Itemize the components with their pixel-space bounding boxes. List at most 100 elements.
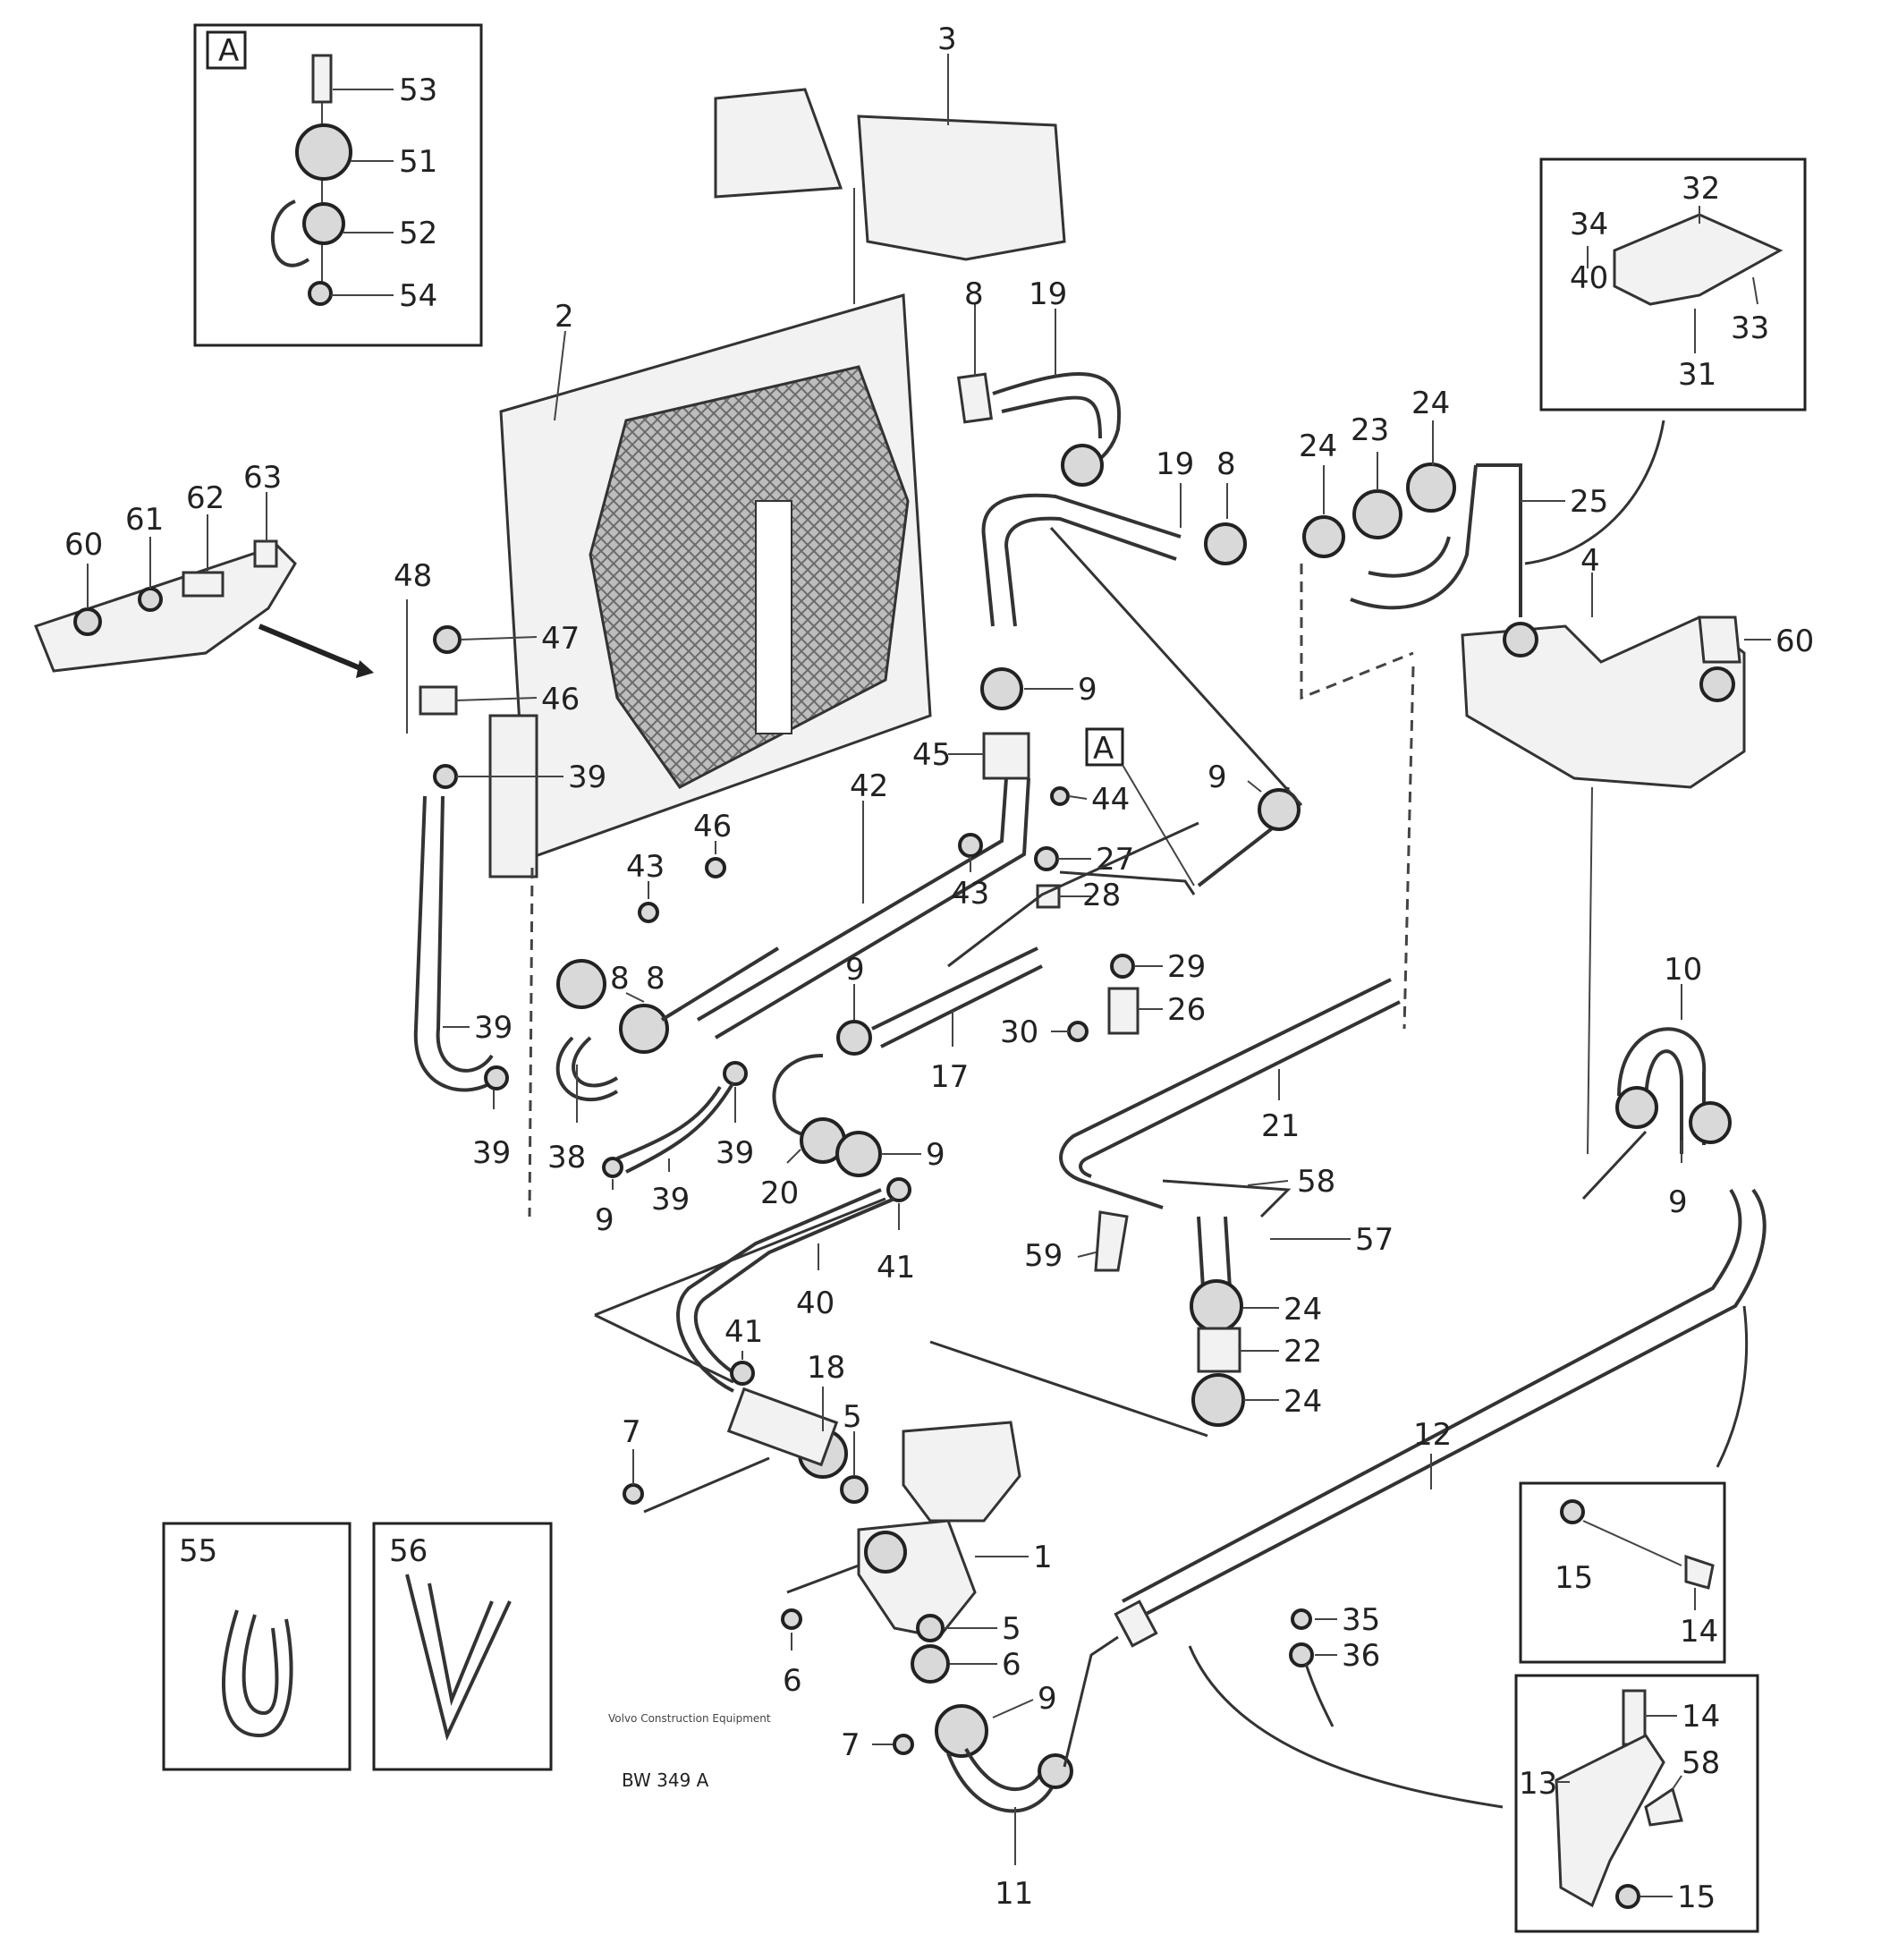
water-pump: 18 5 7 1 6 5 6 7 9 11 <box>622 1350 1119 1912</box>
callout-12: 12 <box>1413 1417 1452 1453</box>
callout-9a: 9 <box>1078 672 1097 708</box>
callout-A: A <box>1093 731 1114 767</box>
callout-8b: 8 <box>1216 446 1236 482</box>
callout-48: 48 <box>394 558 432 594</box>
callout-25: 25 <box>1570 484 1608 520</box>
callout-36: 36 <box>1342 1638 1380 1674</box>
callout-60a: 60 <box>1775 624 1814 659</box>
callout-42: 42 <box>850 768 888 804</box>
inset-a-letter: A <box>218 33 239 69</box>
callout-9c: 9 <box>845 952 865 988</box>
callout-4: 4 <box>1580 543 1600 579</box>
inset-56-label: 56 <box>389 1533 428 1569</box>
callout-62: 62 <box>186 480 225 516</box>
radiator: 2 <box>488 293 932 1218</box>
callout-39b: 39 <box>472 1135 511 1171</box>
thermostat-hose-group: 24 23 24 25 <box>1299 386 1608 1030</box>
coolant-reservoir: 4 60 <box>1461 543 1814 1155</box>
callout-6a: 6 <box>783 1663 802 1699</box>
callout-31: 31 <box>1678 357 1716 393</box>
callout-6b: 6 <box>1002 1647 1021 1683</box>
callout-63: 63 <box>243 460 282 496</box>
callout-24b: 24 <box>1411 386 1450 421</box>
callout-40a: 40 <box>1570 260 1608 296</box>
callout-18: 18 <box>807 1350 845 1386</box>
callout-3: 3 <box>937 21 957 57</box>
callout-24c: 24 <box>1284 1292 1322 1328</box>
mounting-bracket-left: 60 61 62 63 <box>34 460 374 678</box>
inset-b: 32 34 40 33 31 <box>1524 157 1807 565</box>
callout-1: 1 <box>1033 1540 1053 1575</box>
callout-20: 20 <box>760 1175 799 1211</box>
callout-26: 26 <box>1167 992 1206 1028</box>
callout-24d: 24 <box>1284 1384 1322 1420</box>
callout-44: 44 <box>1091 782 1130 818</box>
callout-23: 23 <box>1351 412 1389 448</box>
mid-hose-right: 19 8 <box>981 446 1247 627</box>
callout-9d: 9 <box>926 1137 945 1173</box>
inset-e: 15 14 <box>1519 1481 1726 1664</box>
callout-41b: 41 <box>724 1314 763 1350</box>
callout-39a: 39 <box>568 759 606 795</box>
callout-14b: 14 <box>1682 1699 1720 1735</box>
callout-39d: 9 <box>595 1202 614 1238</box>
drain-valve-group: 27 28 29 26 30 9 <box>947 526 1303 1050</box>
lower-outlet-group: 9 45 A 44 <box>912 667 1195 887</box>
callout-40b: 40 <box>796 1285 835 1321</box>
callout-32: 32 <box>1682 171 1720 207</box>
callout-37: 38 <box>547 1140 586 1175</box>
callout-39c: 39 <box>716 1135 754 1171</box>
lower-hose-and-pipe: 10 9 12 35 36 <box>1114 952 1767 1809</box>
callout-29: 29 <box>1167 949 1206 985</box>
upper-hose: 8 19 <box>956 276 1122 487</box>
callout-5a: 5 <box>843 1399 862 1435</box>
callout-7b: 7 <box>841 1727 860 1763</box>
callout-59: 59 <box>1024 1238 1063 1274</box>
callout-41a: 41 <box>877 1250 915 1285</box>
callout-13: 13 <box>1519 1766 1557 1802</box>
callout-17: 17 <box>930 1059 969 1095</box>
callout-5b: 5 <box>1002 1611 1021 1647</box>
callout-54: 54 <box>399 278 437 314</box>
callout-52: 52 <box>399 216 437 251</box>
callout-8d: 8 <box>646 961 665 997</box>
callout-38: 39 <box>651 1182 690 1218</box>
reference-note: Volvo Construction Equipment <box>608 1712 771 1725</box>
callout-57: 57 <box>1355 1222 1394 1258</box>
callout-11: 11 <box>995 1876 1033 1912</box>
callout-8c: 8 <box>610 961 630 997</box>
callout-46a: 46 <box>541 682 580 717</box>
callout-47: 47 <box>541 621 580 657</box>
callout-58a: 58 <box>1297 1164 1335 1200</box>
inset-55-label: 55 <box>179 1533 217 1569</box>
callout-30a: 30 <box>1000 1014 1038 1050</box>
callout-27: 27 <box>1096 842 1134 878</box>
reference-block: Volvo Construction Equipment BW 349 A <box>608 1712 771 1791</box>
callout-43a: 43 <box>626 849 665 885</box>
callout-43b: 43 <box>951 876 989 912</box>
callout-61: 61 <box>125 502 164 538</box>
callout-2: 2 <box>555 299 574 335</box>
callout-19a: 19 <box>1029 276 1067 312</box>
thermostat-lower: 24 22 24 <box>1190 1279 1322 1427</box>
callout-8a: 8 <box>964 276 984 312</box>
bleed-hose-group: 39 39 9 9 20 <box>595 1054 945 1238</box>
callout-35: 35 <box>1342 1602 1380 1638</box>
callout-9b: 9 <box>1207 759 1227 795</box>
pipe-21: 21 58 57 59 <box>1024 978 1401 1289</box>
callout-24a: 24 <box>1299 428 1337 464</box>
callout-60b: 60 <box>64 527 103 563</box>
inset-f: 14 13 58 15 <box>1514 1674 1759 1933</box>
callout-19b: 19 <box>1156 446 1194 482</box>
callout-49: 39 <box>474 1010 513 1046</box>
callout-15b: 15 <box>1677 1879 1716 1915</box>
callout-9f: 9 <box>1668 1184 1688 1220</box>
inset-55: 55 <box>162 1522 352 1771</box>
callout-22: 22 <box>1284 1334 1322 1370</box>
inset-56: 56 <box>372 1522 553 1771</box>
inset-a: A 53 51 52 54 <box>193 23 483 347</box>
callout-14a: 14 <box>1680 1614 1718 1650</box>
callout-15a: 15 <box>1555 1560 1593 1596</box>
callout-53: 53 <box>399 72 437 108</box>
